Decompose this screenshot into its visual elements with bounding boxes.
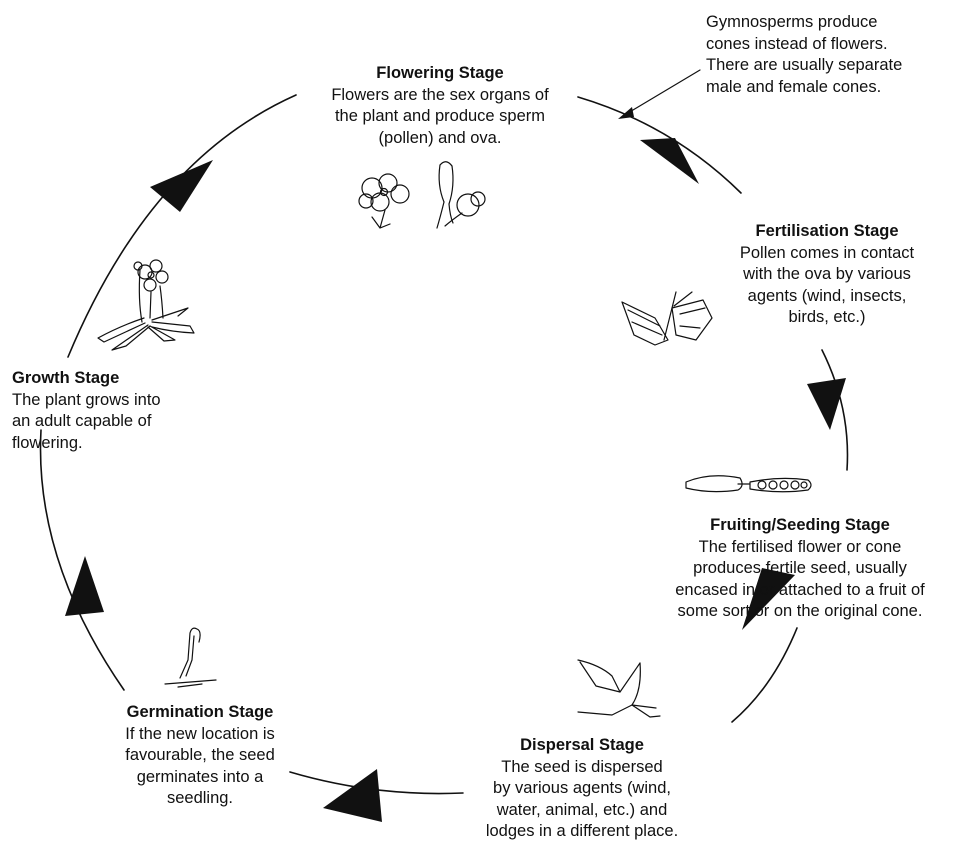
- germination-stage-title: Germination Stage: [126, 703, 274, 721]
- cycle-arc-fertilisation-to-fruiting: [821, 349, 849, 471]
- dispersal-stage-desc: lodges in a different place.: [485, 822, 679, 840]
- dispersal-stage-desc: water, animal, etc.) and: [496, 800, 668, 819]
- gymnosperm-note: Gymnosperms produce cones instead of flo…: [706, 12, 902, 98]
- dispersal-stage-desc: by various agents (wind,: [493, 779, 671, 797]
- fertilisation-stage-desc: birds, etc.): [788, 308, 866, 326]
- note-line: Gymnosperms produce: [706, 13, 878, 31]
- dispersal-stage-title: Dispersal Stage: [520, 736, 644, 754]
- dispersal-stage: Dispersal Stage The seed is dispersed by…: [452, 735, 712, 843]
- germination-stage-desc: If the new location is: [125, 724, 275, 743]
- cycle-arc-germination-to-growth: [39, 429, 125, 691]
- bird-icon: [577, 659, 661, 718]
- fertilisation-stage-title: Fertilisation Stage: [755, 222, 899, 240]
- flowering-stage-desc: the plant and produce sperm: [334, 107, 546, 125]
- arrowhead-6: [150, 160, 213, 212]
- note-pointer-head: [618, 107, 634, 119]
- germination-stage-desc: favourable, the seed: [125, 746, 275, 764]
- arrowhead-1: [640, 138, 699, 184]
- flowering-plant-icon: [97, 259, 195, 351]
- cycle-arc-growth-to-flowering: [67, 94, 297, 358]
- cycle-arc-flowering-to-fertilisation: [577, 96, 742, 194]
- arrowhead-2: [807, 378, 846, 430]
- note-line: male and female cones.: [706, 77, 882, 96]
- growth-stage-desc: an adult capable of: [12, 412, 152, 430]
- fruiting-stage-desc: The fertilised flower or cone: [698, 537, 902, 556]
- dispersal-stage-desc: The seed is dispersed: [501, 757, 663, 776]
- fruiting-stage-title: Fruiting/Seeding Stage: [710, 516, 890, 534]
- germination-stage-desc: seedling.: [166, 789, 234, 807]
- fruiting-stage-desc: some sort or on the original cone.: [677, 602, 923, 620]
- note-pointer-line: [622, 69, 701, 117]
- growth-stage-desc: flowering.: [12, 433, 83, 452]
- germination-stage: Germination Stage If the new location is…: [95, 702, 305, 810]
- growth-stage-title: Growth Stage: [12, 369, 120, 387]
- flowering-stage-desc: (pollen) and ova.: [378, 128, 502, 147]
- note-line: cones instead of flowers.: [706, 34, 888, 53]
- flowering-stage-title: Flowering Stage: [376, 64, 504, 82]
- arrowhead-5: [65, 556, 104, 616]
- cycle-arc-fruiting-to-dispersal: [731, 627, 798, 723]
- growth-stage-desc: The plant grows into: [12, 390, 161, 409]
- fruiting-stage-desc: produces fertile seed, usually: [693, 559, 907, 577]
- fruiting-stage: Fruiting/Seeding Stage The fertilised fl…: [642, 515, 958, 623]
- note-line: There are usually separate: [706, 56, 903, 74]
- fertilisation-stage: Fertilisation Stage Pollen comes in cont…: [712, 221, 942, 329]
- arrowhead-4: [323, 769, 382, 822]
- butterfly-icon: [621, 291, 713, 346]
- seed-pod-icon: [685, 475, 812, 493]
- fertilisation-stage-desc: with the ova by various: [743, 265, 911, 283]
- growth-stage: Growth Stage The plant grows into an adu…: [12, 368, 212, 454]
- seedling-icon: [164, 627, 217, 688]
- germination-stage-desc: germinates into a: [136, 767, 264, 786]
- flowering-stage: Flowering Stage Flowers are the sex orga…: [290, 63, 590, 149]
- flowers-icon: [358, 161, 486, 229]
- fertilisation-stage-desc: agents (wind, insects,: [747, 286, 907, 305]
- fruiting-stage-desc: encased in or attached to a fruit of: [675, 580, 925, 599]
- fertilisation-stage-desc: Pollen comes in contact: [739, 243, 915, 262]
- arrowhead-3: [742, 568, 795, 630]
- flowering-stage-desc: Flowers are the sex organs of: [331, 85, 549, 104]
